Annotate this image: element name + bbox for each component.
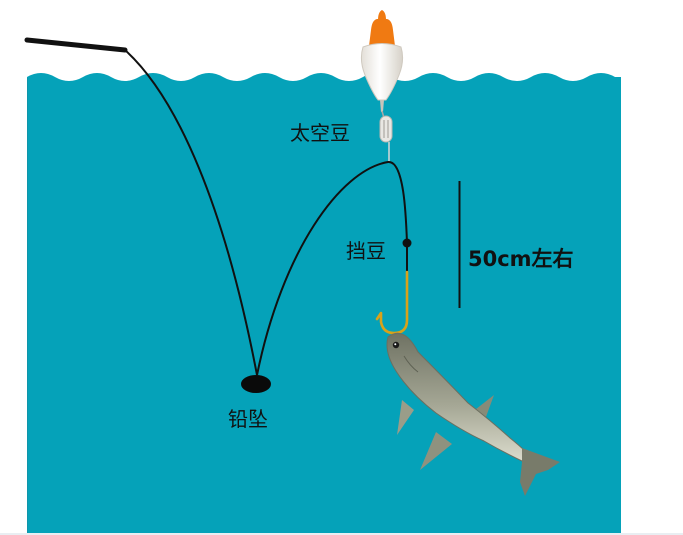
fish-hook-icon	[375, 270, 409, 335]
main-line	[124, 49, 258, 376]
fishing-rod-icon	[24, 37, 128, 53]
lead-sinker-icon	[241, 375, 271, 393]
stop-bean-label: 挡豆	[346, 239, 386, 263]
distance-label: 50cm左右	[468, 247, 574, 271]
stop-bean-dot-icon	[402, 238, 412, 248]
space-bean-icon	[379, 115, 393, 143]
sinker-label: 铅坠	[228, 407, 268, 431]
space-bean-label: 太空豆	[290, 121, 350, 145]
bottom-divider	[0, 533, 683, 535]
float-bobber-icon	[360, 10, 404, 112]
leader-line	[256, 161, 408, 376]
fish-icon	[386, 332, 560, 496]
